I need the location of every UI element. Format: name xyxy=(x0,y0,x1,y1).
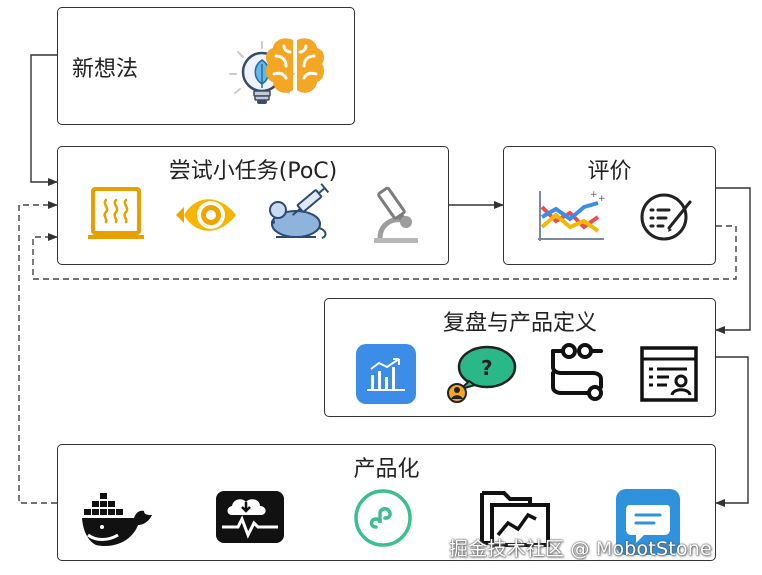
analytics-chart-icon xyxy=(356,344,416,404)
svg-text:?: ? xyxy=(481,356,493,380)
node-new-idea-label: 新想法 xyxy=(72,57,139,82)
profile-card-icon xyxy=(640,346,698,402)
eye-icon xyxy=(176,199,236,231)
node-new-idea: 新想法 xyxy=(57,7,355,125)
arrow-review-to-productize xyxy=(715,356,749,507)
mini-program-icon xyxy=(354,489,412,547)
docker-whale-icon xyxy=(82,493,152,547)
svg-text:+: + xyxy=(590,190,598,200)
node-poc: 尝试小任务(PoC) xyxy=(57,146,449,265)
arrow-evaluate-to-review xyxy=(715,187,751,334)
folder-chart-icon xyxy=(480,491,550,547)
dashed-productize-to-poc xyxy=(18,201,58,504)
message-app-icon xyxy=(616,489,680,555)
microscope-icon xyxy=(374,186,418,243)
question-bubble-icon: ? xyxy=(447,345,517,403)
node-productize: 产品化 xyxy=(57,444,716,561)
trend-chart-icon: ++ xyxy=(538,190,606,241)
node-evaluate-label: 评价 xyxy=(587,159,632,184)
cloud-download-monitor-icon xyxy=(216,491,284,543)
watermark: 掘金技术社区 @ MobotStone xyxy=(449,538,712,560)
svg-text:+: + xyxy=(598,194,606,204)
node-evaluate: 评价 ++ xyxy=(503,146,716,265)
node-poc-label: 尝试小任务(PoC) xyxy=(168,159,338,184)
brain-icon xyxy=(265,38,325,93)
heating-oven-icon xyxy=(88,187,144,239)
arrow-idea-to-poc xyxy=(30,54,58,186)
node-review-label: 复盘与产品定义 xyxy=(442,311,597,336)
node-productize-label: 产品化 xyxy=(353,457,420,482)
checklist-icon xyxy=(640,193,692,241)
node-review: 复盘与产品定义 ? xyxy=(324,298,716,417)
lab-mouse-syringe-icon xyxy=(269,183,330,239)
workflow-icon xyxy=(551,343,603,401)
